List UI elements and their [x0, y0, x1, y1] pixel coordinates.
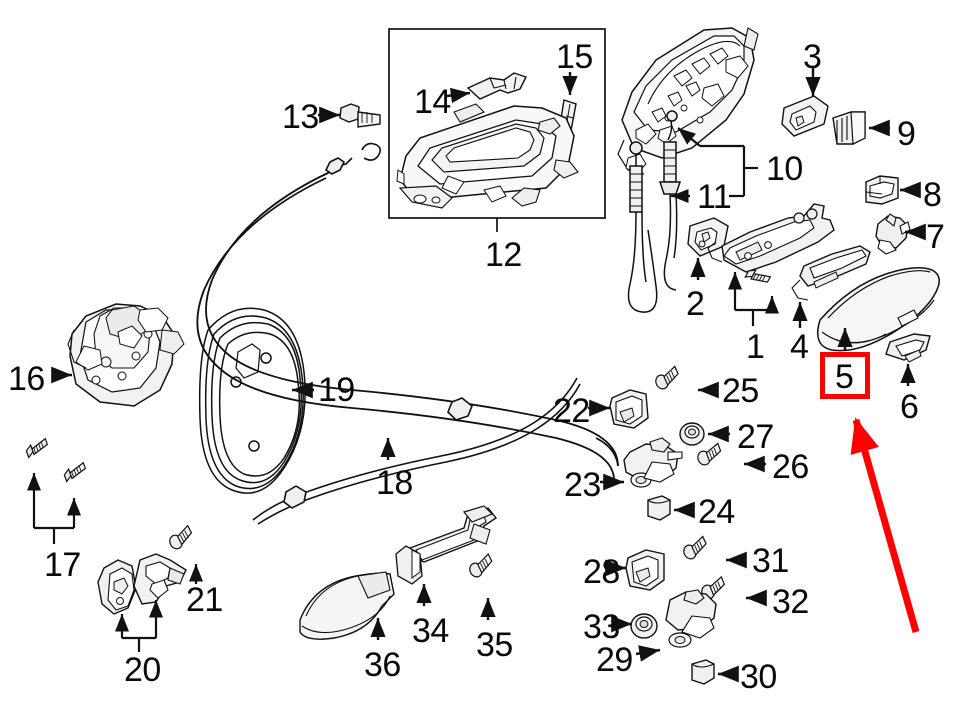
part-label-28: 28 — [583, 553, 620, 591]
part-label-2: 2 — [686, 285, 705, 323]
part-13-shape — [339, 103, 381, 128]
part-4-shape — [791, 245, 871, 301]
part-label-13: 13 — [282, 98, 319, 136]
part-11-cables — [627, 110, 682, 313]
part-label-16: 16 — [8, 360, 45, 398]
part-8-shape — [865, 175, 899, 205]
part-label-20: 20 — [124, 651, 161, 689]
part-label-31: 31 — [752, 542, 789, 580]
part-label-14: 14 — [414, 83, 451, 121]
part-29-shape — [665, 589, 717, 648]
highlight-box-part-5 — [820, 352, 870, 399]
part-3-shape — [781, 95, 829, 137]
part-2-shape — [687, 217, 729, 257]
part-24-shape — [647, 495, 671, 521]
part-label-5: 5 — [835, 358, 854, 396]
part-label-34: 34 — [412, 612, 449, 650]
part-label-23: 23 — [564, 466, 601, 504]
part-label-3: 3 — [803, 38, 822, 76]
part-label-6: 6 — [900, 388, 919, 426]
part-label-17: 17 — [44, 546, 81, 584]
part-18-cable — [252, 377, 581, 525]
part-19-shape — [198, 307, 306, 494]
part-label-26: 26 — [772, 448, 809, 486]
part-label-33: 33 — [583, 608, 620, 646]
part-34-shape — [395, 505, 498, 585]
part-label-12: 12 — [485, 236, 522, 274]
part-label-35: 35 — [476, 626, 513, 664]
part-1-shape — [707, 203, 835, 273]
part-label-18: 18 — [376, 464, 413, 502]
part-27-shape — [679, 422, 705, 446]
part-label-27: 27 — [737, 418, 774, 456]
part-label-22: 22 — [553, 392, 590, 430]
part-33-shape — [630, 613, 658, 639]
cable-assembly — [196, 142, 619, 481]
detail-inset-box-12 — [388, 28, 606, 232]
part-label-19: 19 — [318, 371, 355, 409]
part-30-shape — [691, 659, 715, 685]
part-6-shape — [885, 333, 931, 363]
part-label-8: 8 — [923, 176, 942, 214]
red-callout-arrow — [850, 417, 920, 633]
leader-17 — [26, 473, 82, 544]
part-label-21: 21 — [186, 581, 223, 619]
part-label-1: 1 — [746, 328, 765, 366]
leader-10-11 — [671, 127, 758, 204]
part-23-shape — [623, 437, 683, 488]
part-label-32: 32 — [772, 583, 809, 621]
part-label-10: 10 — [766, 150, 803, 188]
part-16-shape — [67, 303, 185, 407]
part-label-30: 30 — [740, 658, 777, 696]
part-22-shape — [609, 389, 649, 429]
leader-1 — [727, 272, 780, 326]
part-label-4: 4 — [790, 328, 809, 366]
part-20-shapes — [97, 553, 187, 615]
part-label-25: 25 — [722, 372, 759, 410]
part-label-24: 24 — [698, 493, 735, 531]
part-12-shape — [396, 103, 579, 209]
part-label-11: 11 — [697, 178, 732, 216]
part-label-7: 7 — [926, 218, 945, 256]
part-label-9: 9 — [897, 115, 916, 153]
leader-20 — [114, 600, 164, 652]
leader-14 — [446, 87, 471, 104]
part-9-shape — [832, 111, 866, 145]
leader-29 — [635, 645, 661, 662]
part-28-shape — [625, 549, 665, 591]
part-label-29: 29 — [596, 641, 633, 679]
part-label-36: 36 — [364, 646, 401, 684]
part-14-shape — [466, 72, 527, 100]
part-label-15: 15 — [556, 38, 593, 76]
part-36-shape — [299, 571, 395, 640]
